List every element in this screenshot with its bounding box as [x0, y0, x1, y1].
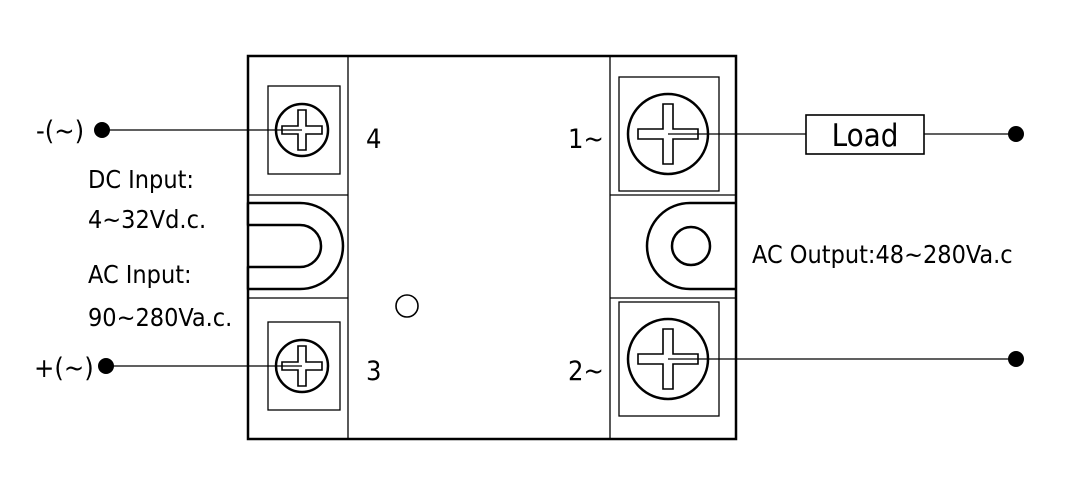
terminal-2-label: 2~ — [568, 356, 604, 387]
ac-input-title: AC Input: — [88, 260, 192, 289]
terminal-4-label: 4 — [366, 124, 381, 155]
right-mounting-hole — [670, 225, 712, 267]
load-label: Load — [832, 118, 899, 154]
indicator-led — [395, 294, 419, 318]
polarity-negative-label: -(~) — [36, 116, 84, 147]
load-box — [805, 114, 925, 155]
right-mounting-ear — [645, 201, 736, 291]
dc-input-range: 4~32Vd.c. — [88, 205, 206, 234]
ac-output-label: AC Output:48~280Va.c — [752, 240, 1013, 269]
ac-input-range: 90~280Va.c. — [88, 303, 232, 332]
left-mounting-slot — [246, 201, 345, 291]
polarity-positive-label: +(~) — [34, 353, 94, 384]
endpoint-dot-3 — [98, 358, 114, 374]
terminal-3-label: 3 — [366, 356, 381, 387]
endpoint-dot-1 — [1008, 126, 1024, 142]
terminal-1-label: 1~ — [568, 124, 604, 155]
endpoint-dot-4 — [94, 122, 110, 138]
endpoint-dot-2 — [1008, 351, 1024, 367]
dc-input-title: DC Input: — [88, 165, 194, 194]
